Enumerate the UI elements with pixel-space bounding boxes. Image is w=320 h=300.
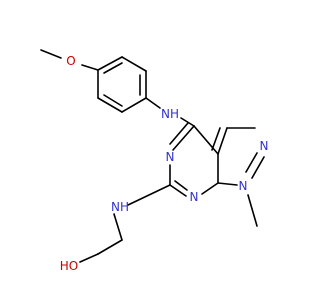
bond-n2-n1-double (245, 152, 258, 173)
bond-benzene-5 (97, 97, 123, 113)
atom-nh-left: NH (111, 200, 129, 214)
bond-n1-c7a (217, 182, 238, 186)
bond-c6-nh (127, 184, 171, 206)
bond-c3a-c3 (217, 127, 228, 155)
bond-oxygen-benzene (81, 64, 99, 71)
bond-benzene-4 (121, 97, 147, 113)
bond-nh-ch2 (113, 213, 123, 241)
bond-c3a-c4 (193, 125, 219, 155)
bond-c6-n7-double (174, 180, 188, 191)
bond-nh-c4 (180, 117, 195, 127)
bond-benzene-double-3 (103, 94, 123, 107)
bond-n7-c7a (201, 182, 219, 195)
atom-n-pyrimidine-left: N (166, 150, 175, 164)
bond-benzene-nh (145, 97, 161, 109)
atom-labels: O NH N N N N NH HO (60, 54, 269, 273)
bonds (40, 49, 265, 263)
molecule-structure-diagram: O NH N N N N NH HO (40, 49, 269, 273)
bond-ch2-oh (79, 253, 99, 263)
bond-benzene-double-1 (103, 62, 123, 74)
bond-benzene-1 (97, 56, 123, 71)
bond-ch2-ch2 (97, 239, 123, 255)
atom-n-pyrazole-right: N (260, 139, 269, 153)
bond-n2-n1 (251, 156, 265, 179)
bond-n1-methyl (247, 194, 258, 227)
atom-n-pyrazole-bottom: N (239, 179, 248, 193)
bond-c6-n7 (169, 184, 187, 197)
bond-c3a-c3-double (211, 127, 221, 151)
atom-n-pyrimidine-bottom: N (190, 190, 199, 204)
bond-methyl-oxygen (40, 49, 62, 59)
atom-oxygen-methoxy: O (66, 54, 75, 68)
atom-hydroxyl: HO (60, 259, 78, 273)
bond-c4-n5-double (169, 122, 189, 145)
bond-c4-n5 (172, 125, 195, 151)
bond-benzene-2 (121, 56, 147, 72)
atom-nh-top: NH (161, 107, 179, 121)
